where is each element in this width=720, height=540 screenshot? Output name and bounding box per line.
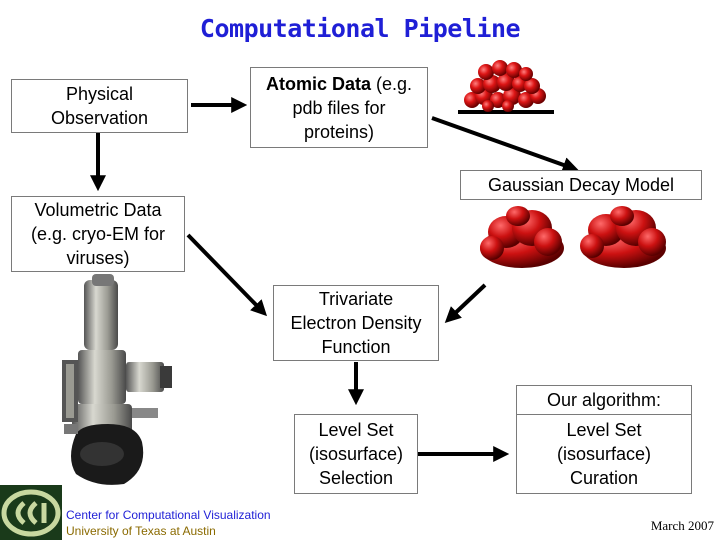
gaussian-label: Gaussian Decay Model (487, 175, 675, 195)
arrow-gaussian-to-trivariate (444, 283, 487, 323)
selection-line2: (isosurface) (308, 444, 404, 464)
atomic-line2: pdb files for (292, 97, 386, 118)
curation-line2: (isosurface) (556, 444, 652, 464)
atomic-line3: proteins) (303, 121, 375, 142)
curation-line1: Level Set (566, 420, 642, 440)
trivariate-line2: Electron Density (290, 313, 422, 333)
arrow-volumetric-to-trivariate (186, 233, 268, 317)
levelset-curation-box: Level Set (isosurface) Curation (516, 414, 692, 494)
physical-line2: Observation (50, 108, 149, 128)
footer-line1: Center for Computational Visualization (66, 508, 271, 522)
page-title: Computational Pipeline (199, 14, 521, 43)
arrow-atomic-to-gaussian (431, 116, 579, 173)
volumetric-data-box: Volumetric Data (e.g. cryo-EM for viruse… (11, 196, 185, 272)
levelset-selection-box: Level Set (isosurface) Selection (294, 414, 418, 494)
volumetric-line3: viruses) (66, 248, 130, 268)
volumetric-line1: Volumetric Data (34, 200, 162, 220)
footer-institution: Center for Computational Visualization U… (66, 507, 271, 539)
trivariate-line3: Function (321, 337, 391, 357)
atomic-protein-image (458, 60, 554, 114)
atomic-bold-label: Atomic Data (265, 73, 371, 94)
ccv-logo-icon (0, 485, 62, 540)
our-algorithm-label: Our algorithm: (546, 390, 662, 410)
gaussian-decay-box: Gaussian Decay Model (460, 170, 702, 200)
gaussian-molecule-image-2 (580, 206, 666, 268)
volumetric-line2: (e.g. cryo-EM for (30, 224, 166, 244)
atomic-rest: (e.g. (371, 73, 413, 94)
curation-line3: Curation (569, 468, 639, 488)
selection-line1: Level Set (318, 420, 394, 440)
trivariate-line1: Trivariate (318, 289, 394, 309)
cryo-em-microscope-image (62, 274, 172, 485)
physical-line1: Physical (65, 84, 134, 104)
trivariate-function-box: Trivariate Electron Density Function (273, 285, 439, 361)
footer-line2: University of Texas at Austin (66, 524, 216, 538)
our-algorithm-box: Our algorithm: (516, 385, 692, 415)
physical-observation-box: Physical Observation (11, 79, 188, 133)
atomic-data-box: Atomic Data (e.g. pdb files for proteins… (250, 67, 428, 148)
gaussian-molecule-image-1 (480, 206, 564, 268)
selection-line3: Selection (318, 468, 394, 488)
footer-date: March 2007 (650, 518, 714, 533)
